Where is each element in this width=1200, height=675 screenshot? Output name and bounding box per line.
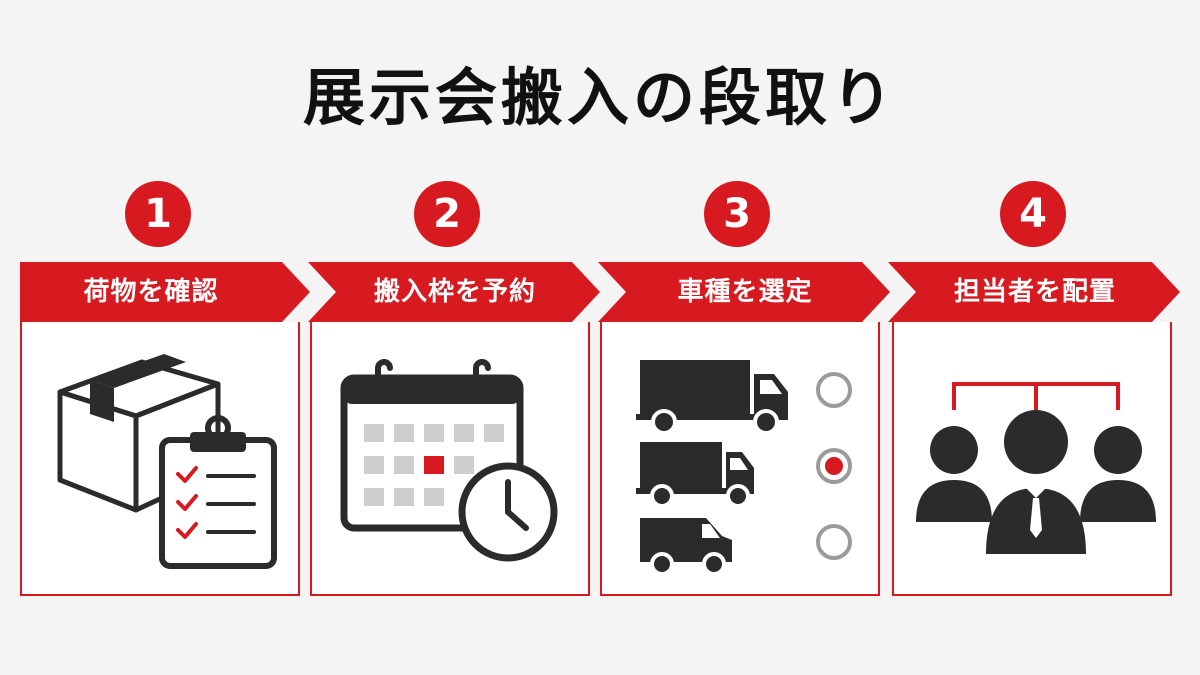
step-4-panel <box>892 322 1172 596</box>
calendar-clock-icon <box>340 359 558 562</box>
step-1-header <box>20 262 310 322</box>
step-2-number: 2 <box>414 181 480 247</box>
step-2-label: 搬入枠を予約 <box>373 277 536 307</box>
box-clipboard-icon <box>57 354 277 569</box>
team-hierarchy-icon <box>916 382 1156 554</box>
step-3-panel <box>600 322 880 596</box>
step-3-number: 3 <box>704 181 770 247</box>
step-1-number: 1 <box>125 181 191 247</box>
page-title: 展示会搬入の段取り <box>302 61 897 134</box>
step-1-panel <box>20 322 300 596</box>
truck-selection-icon <box>636 360 852 576</box>
step-2-panel <box>310 322 590 596</box>
step-2-header <box>308 262 600 322</box>
step-3-header <box>598 262 890 322</box>
step-1-label: 荷物を確認 <box>83 277 219 307</box>
step-4-header <box>888 262 1180 322</box>
step-3-label: 車種を選定 <box>677 277 813 307</box>
step-4-number: 4 <box>1000 181 1066 247</box>
step-4-label: 担当者を配置 <box>953 277 1116 307</box>
